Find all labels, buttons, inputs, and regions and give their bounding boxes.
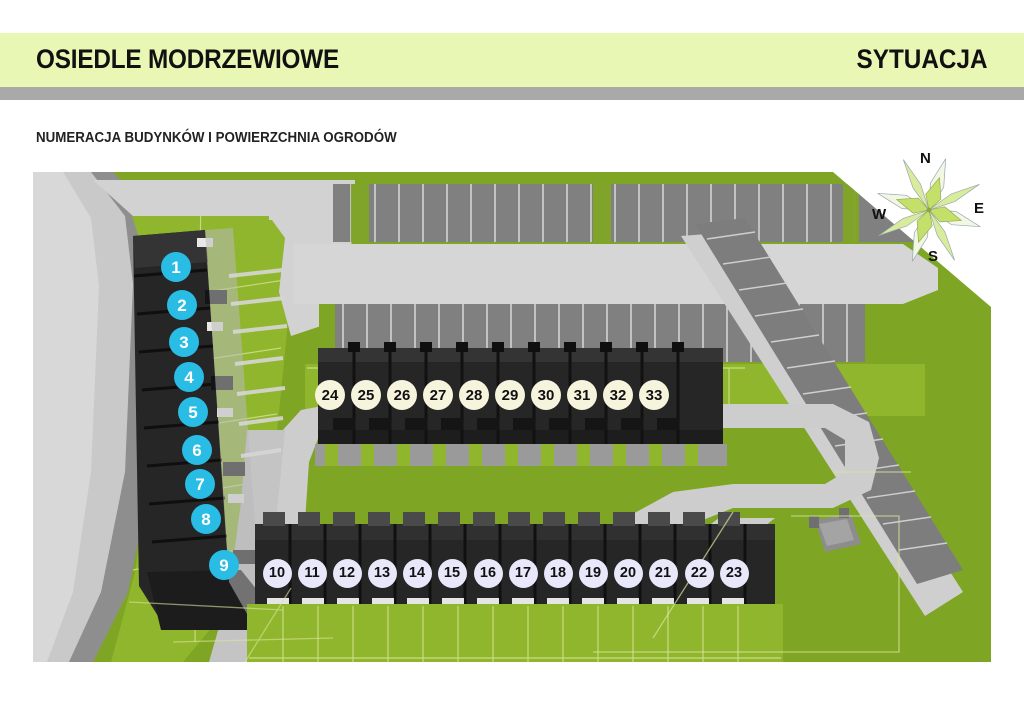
sheet-title: SYTUACJA [857,44,988,74]
header-band [0,33,1024,87]
parking-gap-b [593,184,611,242]
building-marker-11[interactable]: 11 [297,558,327,588]
compass-label-north: N [920,150,931,167]
building-marker-8[interactable]: 8 [191,504,221,534]
west-walkway-inner [33,172,99,662]
building-marker-14[interactable]: 14 [402,558,432,588]
building-marker-4[interactable]: 4 [174,362,204,392]
building-marker-15[interactable]: 15 [437,558,467,588]
building-marker-27[interactable]: 27 [423,380,453,410]
building-marker-16[interactable]: 16 [473,558,503,588]
map-content [33,172,991,662]
compass-star-icon [877,158,981,262]
drawing-subtitle: NUMERACJA BUDYNKÓW I POWIERZCHNIA OGRODÓ… [36,130,397,146]
ne-angled-parking [695,218,963,584]
building-marker-5[interactable]: 5 [178,397,208,427]
middle-row-garden-slots [325,444,698,466]
central-loop-road [249,404,879,662]
parking-row-north-upper [333,184,943,242]
building-marker-2[interactable]: 2 [167,290,197,320]
building-marker-12[interactable]: 12 [332,558,362,588]
building-marker-31[interactable]: 31 [567,380,597,410]
middle-row-terrace [315,444,727,466]
building-marker-25[interactable]: 25 [351,380,381,410]
building-block-south [255,512,775,606]
building-marker-20[interactable]: 20 [613,558,643,588]
building-marker-13[interactable]: 13 [367,558,397,588]
building-marker-32[interactable]: 32 [603,380,633,410]
building-marker-26[interactable]: 26 [387,380,417,410]
building-marker-24[interactable]: 24 [315,380,345,410]
building-marker-17[interactable]: 17 [508,558,538,588]
plot-lines-southwest [128,587,334,662]
compass-label-south: S [928,248,939,265]
compass-label-east: E [974,200,985,217]
building-marker-9[interactable]: 9 [209,550,239,580]
header-divider-rule [0,87,1024,100]
waste-enclosure [809,508,861,552]
building-marker-18[interactable]: 18 [543,558,573,588]
building-marker-19[interactable]: 19 [578,558,608,588]
building-marker-3[interactable]: 3 [169,327,199,357]
building-marker-10[interactable]: 10 [262,558,292,588]
west-row-sidewalk [205,228,285,628]
building-marker-1[interactable]: 1 [161,252,191,282]
building-marker-7[interactable]: 7 [185,469,215,499]
building-marker-21[interactable]: 21 [648,558,678,588]
parking-gap-d [319,304,335,362]
compass-label-west: W [872,206,887,223]
building-marker-30[interactable]: 30 [531,380,561,410]
building-marker-28[interactable]: 28 [459,380,489,410]
compass-rose: N E S W [866,148,992,273]
building-marker-23[interactable]: 23 [719,558,749,588]
building-marker-6[interactable]: 6 [182,435,212,465]
parking-gap-a [351,184,369,242]
page-title: OSIEDLE MODRZEWIOWE [36,44,340,74]
building-marker-29[interactable]: 29 [495,380,525,410]
building-marker-33[interactable]: 33 [639,380,669,410]
parking-gap-e [865,304,915,362]
parking-gap-c [843,184,859,242]
plot-lines-garden-south [249,606,781,662]
parking-drive-aisle [293,244,938,304]
west-footpaths [228,268,288,458]
site-plan-map [33,172,991,662]
building-marker-22[interactable]: 22 [684,558,714,588]
